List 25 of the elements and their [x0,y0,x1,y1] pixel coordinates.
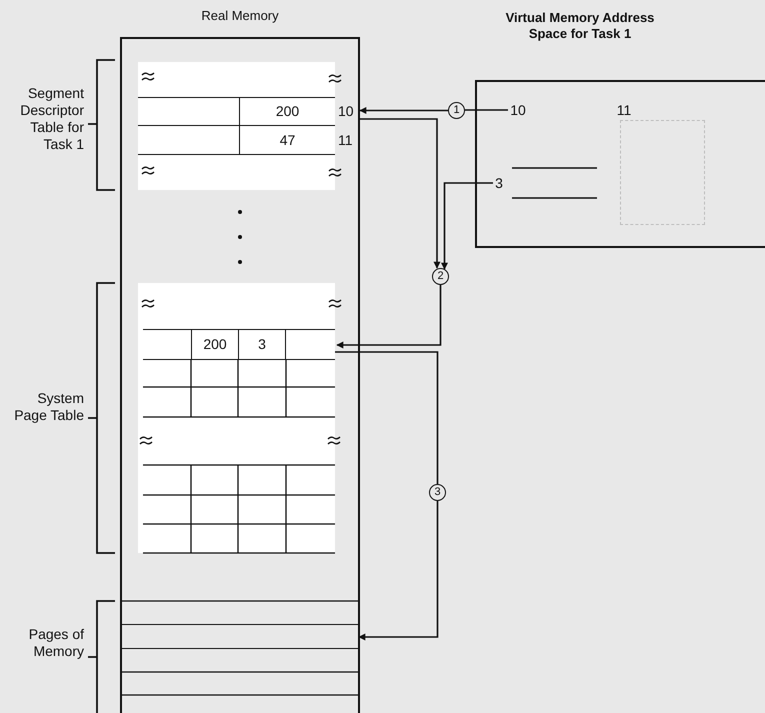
page-table-entry [143,329,335,360]
dotted-outline [620,120,705,225]
connector-arrow [441,182,493,270]
address-number: 11 [614,102,634,118]
connector-arrow [359,107,448,114]
entry-value: 200 [203,335,227,354]
page-table-address: 47 [280,130,296,150]
connector-arrow [336,285,442,348]
segment-number: 11 [338,130,353,150]
bracket-label: Pages of Memory [28,626,84,660]
memory-page [122,624,358,649]
segment-number: 10 [338,102,354,121]
box-title: Virtual Memory Address Space for Task 1 [504,10,656,42]
address-number: 3 [494,175,504,191]
bracket-label: System Page Table [13,390,84,424]
step-number: 3 [429,484,446,501]
step-number: 1 [448,102,465,119]
connector-arrow [358,501,438,640]
column-title: Real Memory [200,8,280,24]
page-table-address: 200 [276,102,300,121]
step-number: 2 [432,268,449,285]
entry-value: 3 [258,335,266,354]
address-number: 10 [508,102,528,118]
bracket-label: Segment Descriptor Table for Task 1 [19,85,84,153]
connector-arrow [358,118,440,269]
